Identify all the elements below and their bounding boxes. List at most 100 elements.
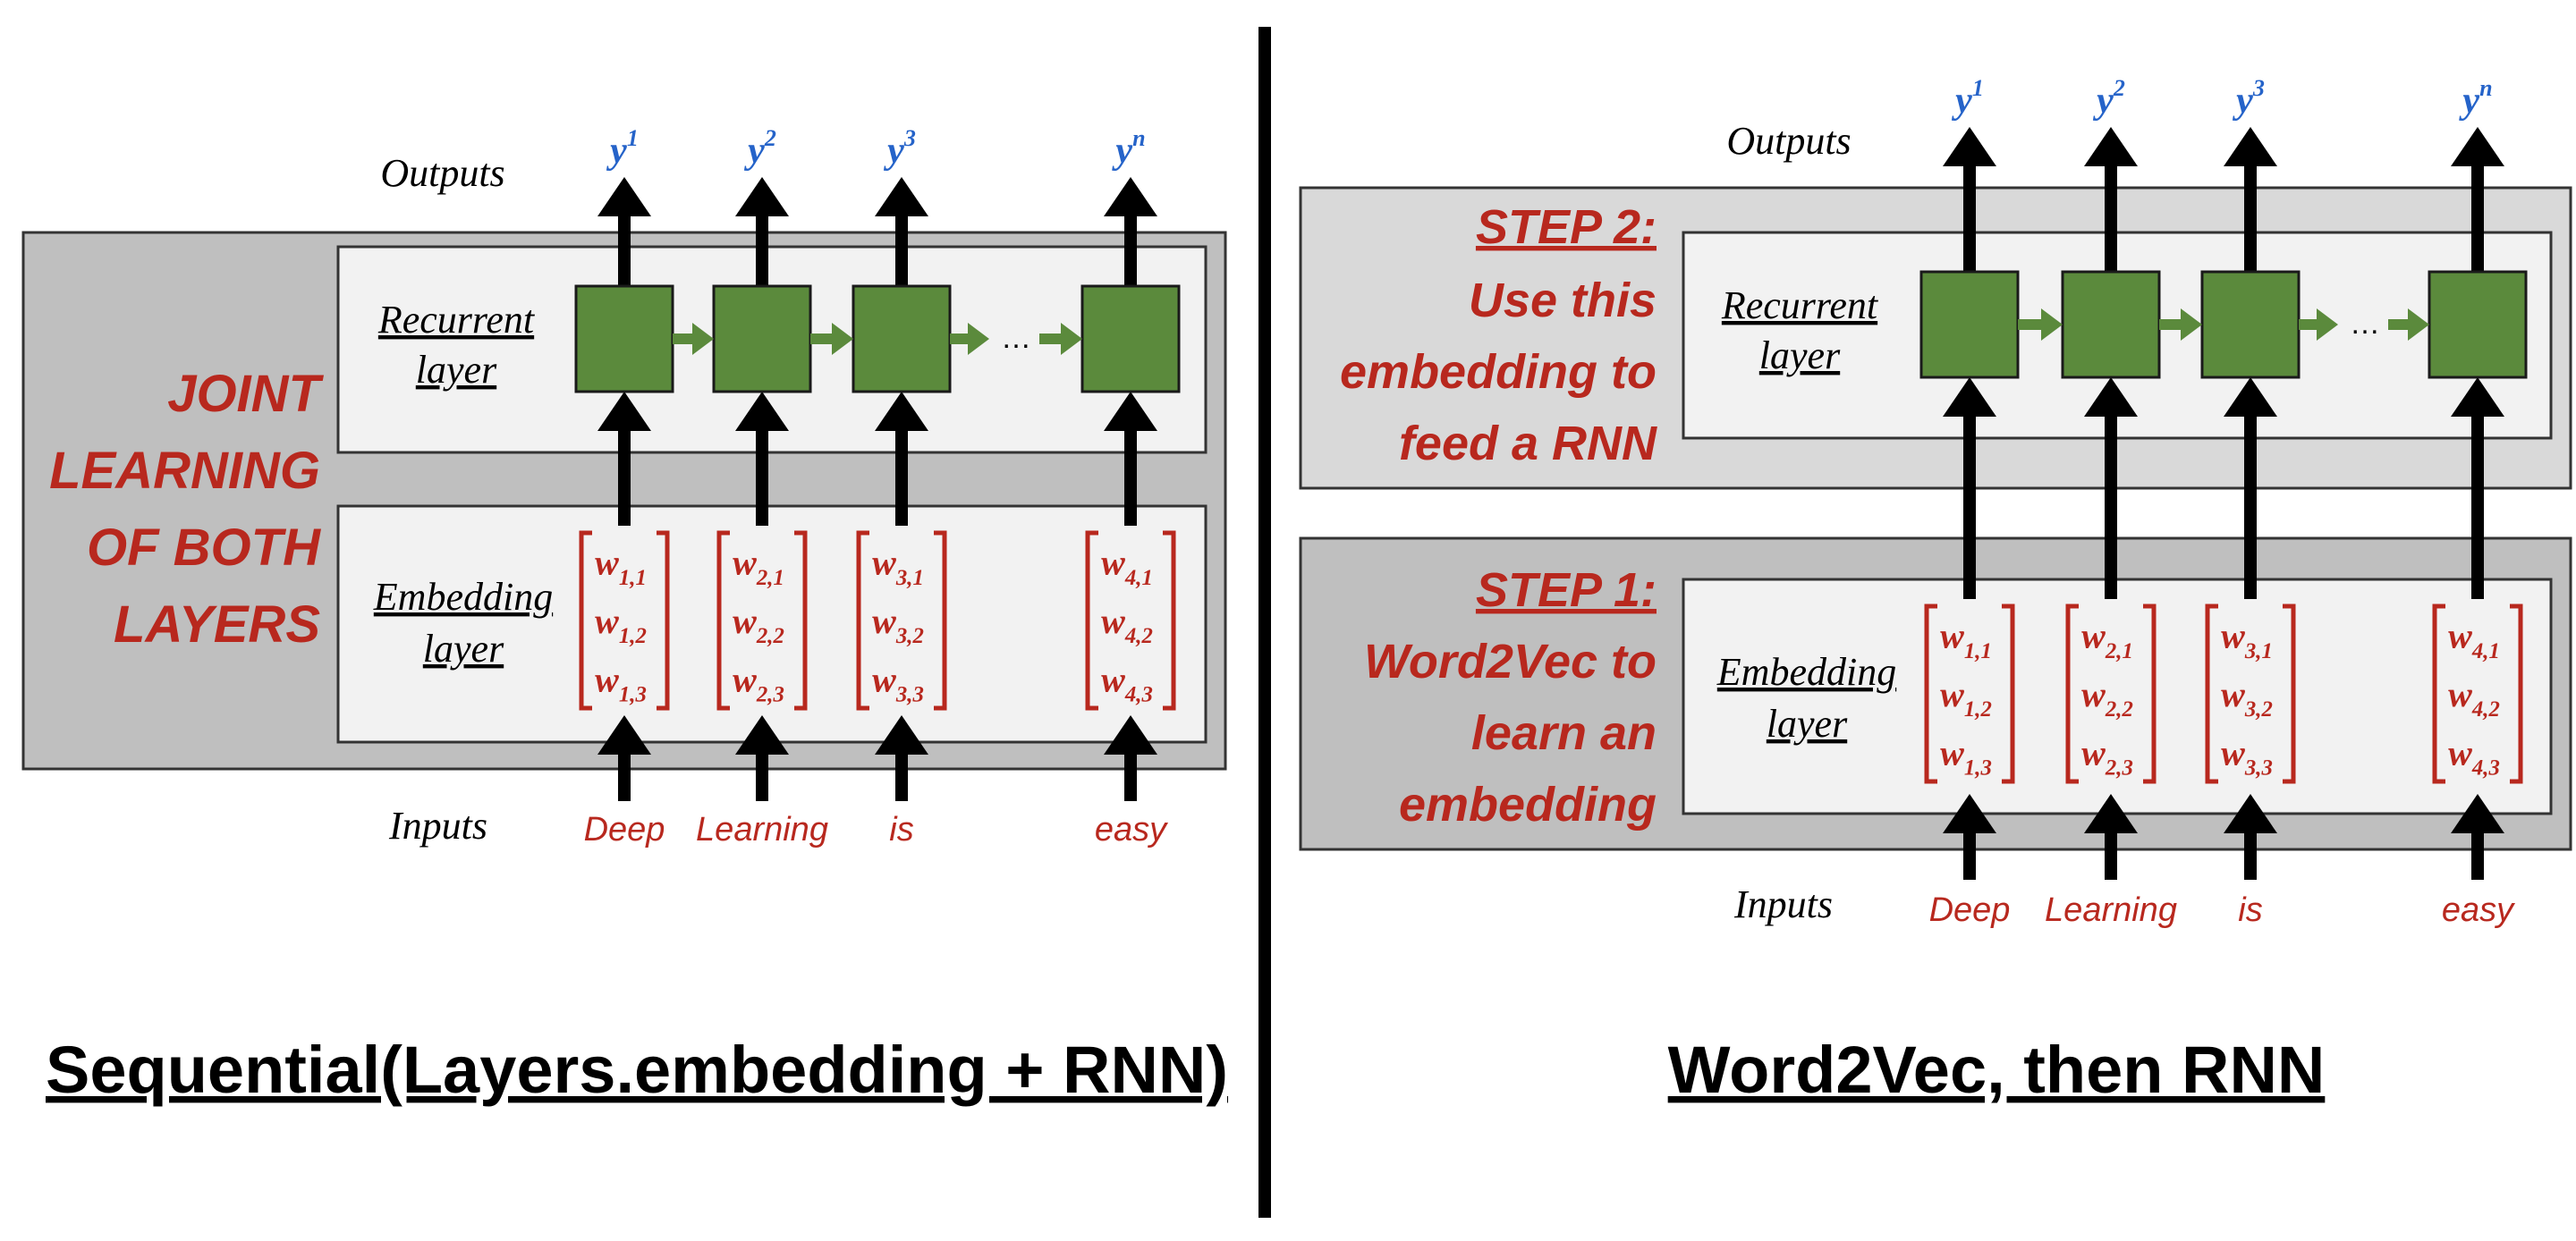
left-embedding-vector-3-entry-1: w3,1 [872,543,924,590]
right-embedding-vector-2-entry-3: w2,3 [2081,732,2133,780]
right-embedding-vector-3-entry-1: w3,1 [2221,616,2273,663]
right-embedding-vector-1-entry-1: w1,1 [1940,616,1992,663]
right-recurrent-arrow-4 [2388,308,2429,341]
right-ellipsis: … [2350,307,2380,341]
right-output-label-1: y1 [1951,75,1984,122]
left-input-word-4: easy [1095,811,1168,848]
left-recurrent-arrow-1 [673,323,714,355]
left-embedding-label-line-1: Embedding [373,575,553,619]
left-title: Sequential(Layers.embedding + RNN) [46,1033,1228,1107]
right-recurrent-label-line-1: Recurrent [1721,283,1879,327]
right-input-word-3: is [2238,891,2262,929]
right-embedding-vector-3-entry-2: w3,2 [2221,674,2273,722]
right-step1-text-line-3: embedding [1399,778,1657,832]
left-embedding-vectors: w1,1w1,2w1,3w2,1w2,2w2,3w3,1w3,2w3,3w4,1… [579,530,1176,711]
right-hidden-arrow-4 [2451,377,2504,599]
left-recurrent-arrow-2 [810,323,853,355]
left-embedding-vector-4-entry-1: w4,1 [1101,543,1153,590]
right-step1-text-line-1: Word2Vec to [1364,635,1657,688]
left-inputs-label: Inputs [388,804,487,848]
left-input-labels: Deep Learning is easy [584,811,1169,848]
right-embedding-label-line-1: Embedding [1716,650,1896,694]
left-input-arrow-3 [875,715,928,801]
right-output-arrow-1 [1943,127,1996,272]
left-embedding-vector-1: w1,1w1,2w1,3 [579,530,670,711]
left-embedding-label-line-2: layer [423,627,504,671]
right-output-label-4: yn [2458,75,2492,122]
left-embedding-vector-2: w2,1 w2,2 w2,3 [716,530,808,711]
right-hidden-arrow-3 [2224,377,2277,599]
left-input-word-3: is [889,811,913,848]
right-hidden-arrow-1 [1943,377,1996,599]
right-rnn-cell-2 [2061,270,2161,379]
left-output-arrow-2 [735,177,789,286]
left-input-arrow-4 [1104,715,1157,801]
right-embedding-vector-2-entry-1: w2,1 [2081,616,2133,663]
left-recurrent-arrow-4 [1039,323,1082,355]
left-side-text-line-4: LAYERS [114,595,320,654]
left-diagram: … w1,1w1,2w1,3w2,1w2,2w2,3w3,1w3,2w3,3w4… [21,125,1228,1107]
right-title: Word2Vec, then RNN [1668,1033,2326,1107]
right-rnn-cell-3 [2200,270,2301,379]
left-embedding-vector-1-entry-1: w1,1 [595,543,647,590]
right-step1-text-line-2: learn an [1471,706,1657,760]
left-input-arrow-2 [735,715,789,801]
right-output-arrow-3 [2224,127,2277,272]
left-embedding-vector-2-entry-2: w2,2 [733,601,784,648]
right-embedding-vector-2-entry-2: w2,2 [2081,674,2133,722]
left-recurrent-label-line-2: layer [416,348,497,392]
right-output-label-3: y3 [2232,75,2265,122]
right-input-arrow-3 [2224,794,2277,880]
left-output-label-4: yn [1111,125,1145,172]
left-arrows [597,177,1157,801]
left-embedding-panel [336,504,1208,744]
left-input-arrow-1 [597,715,651,801]
right-recurrent-arrow-2 [2159,308,2202,341]
right-inputs-label: Inputs [1733,882,1833,926]
left-input-word-2: Learning [696,811,828,848]
left-embedding-vector-3-entry-3: w3,3 [872,659,924,706]
left-embedding-vector-1-entry-3: w1,3 [595,659,647,706]
left-output-arrow-3 [875,177,928,286]
right-embedding-panel [1682,578,2553,815]
right-embedding-vector-4-entry-1: w4,1 [2448,616,2500,663]
left-output-label-1: y1 [606,125,639,172]
right-step1-heading: STEP 1: [1476,563,1657,617]
left-output-label-2: y2 [743,125,776,172]
right-input-arrow-2 [2084,794,2138,880]
right-recurrent-cells: … [1919,270,2528,379]
right-embedding-vector-4-entry-2: w4,2 [2448,674,2500,722]
left-input-word-1: Deep [584,811,665,848]
right-embedding-vectors: w1,1w1,2w1,3w2,1w2,2w2,3w3,1w3,2w3,3w4,1… [1924,604,2523,784]
right-embedding-vector-3: w3,1w3,2w3,3 [2205,604,2296,784]
left-hidden-arrow-2 [735,392,789,526]
right-embedding-vector-1-entry-3: w1,3 [1940,732,1992,780]
left-rnn-cell-1 [574,284,674,393]
right-input-word-1: Deep [1929,891,2011,929]
right-input-word-2: Learning [2045,891,2177,929]
left-recurrent-cells: … [574,284,1181,393]
left-rnn-cell-3 [852,284,952,393]
left-hidden-arrow-3 [875,392,928,526]
left-embedding-vector-4-entry-2: w4,2 [1101,601,1153,648]
left-rnn-cell-2 [712,284,812,393]
right-hidden-arrow-2 [2084,377,2138,599]
right-embedding-vector-1-entry-2: w1,2 [1940,674,1992,722]
right-output-arrow-4 [2451,127,2504,272]
right-arrows [1943,127,2504,880]
left-embedding-vector-2-entry-3: w2,3 [733,659,784,706]
left-recurrent-arrow-3 [950,323,989,355]
left-recurrent-label-line-1: Recurrent [377,298,536,342]
right-input-word-4: easy [2442,891,2515,929]
left-output-arrow-1 [597,177,651,286]
right-rnn-cell-1 [1919,270,2020,379]
right-input-arrow-1 [1943,794,1996,880]
left-embedding-vector-2-entry-1: w2,1 [733,543,784,590]
left-hidden-arrow-1 [597,392,651,526]
left-embedding-vector-4-entry-3: w4,3 [1101,659,1153,706]
left-side-text-line-1: JOINT [167,365,324,423]
left-side-text-line-3: OF BOTH [87,519,321,577]
right-diagram: … w1,1w1,2w1,3w2,1w2,2w2,3w3,1w3,2w3,3w4… [1299,75,2572,1107]
